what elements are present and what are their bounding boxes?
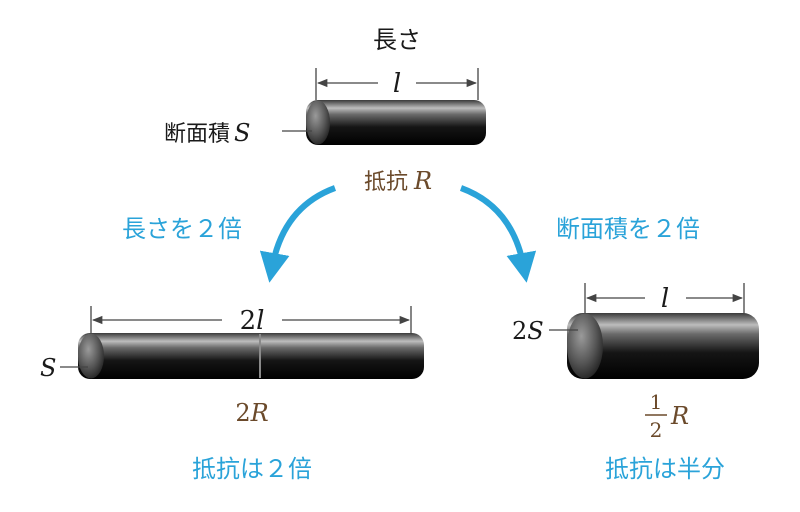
right-rod: [567, 313, 759, 379]
left-length-symbol: l: [256, 306, 264, 336]
top-length-label: 長さ: [373, 26, 421, 54]
right-length-symbol: l: [661, 284, 669, 314]
top-rod-end: [306, 100, 330, 145]
left-rod: [78, 333, 424, 379]
svg-text:2R: 2R: [235, 399, 268, 427]
right-area-symbol: S: [527, 317, 543, 345]
right-rod-group: l 2S 1 2 R 抵抗は半分: [512, 283, 759, 483]
right-result: 抵抗は半分: [605, 455, 725, 483]
right-arrow-label: 断面積を２倍: [556, 215, 700, 243]
top-area-symbol: S: [234, 119, 250, 147]
left-curved-arrow: [259, 185, 337, 283]
left-area-symbol: S: [40, 354, 56, 382]
right-resistance-symbol: R: [670, 402, 689, 430]
left-length-coef: 2: [240, 306, 257, 336]
right-area-coef: 2: [512, 317, 527, 345]
top-area-label: 断面積: [164, 122, 230, 147]
right-curved-arrow: [459, 185, 537, 283]
svg-text:2S: 2S: [512, 317, 544, 345]
left-resistance-coef: 2: [235, 399, 250, 427]
svg-text:抵抗R: 抵抗R: [364, 167, 432, 195]
right-frac-num: 1: [650, 390, 663, 414]
left-rod-end: [78, 333, 104, 379]
svg-text:2l: 2l: [240, 306, 265, 336]
top-resistance-symbol: R: [413, 167, 432, 195]
top-resistance-label: 抵抗: [364, 170, 408, 195]
top-length-symbol: l: [393, 69, 401, 99]
left-resistance-symbol: R: [250, 399, 269, 427]
left-result: 抵抗は２倍: [192, 455, 312, 483]
right-rod-end: [567, 313, 603, 379]
left-arrow-label: 長さを２倍: [122, 215, 242, 243]
top-rod: [306, 100, 486, 145]
right-frac-den: 2: [650, 418, 663, 442]
left-rod-group: 2l S 2R 抵抗は２倍: [40, 306, 424, 483]
